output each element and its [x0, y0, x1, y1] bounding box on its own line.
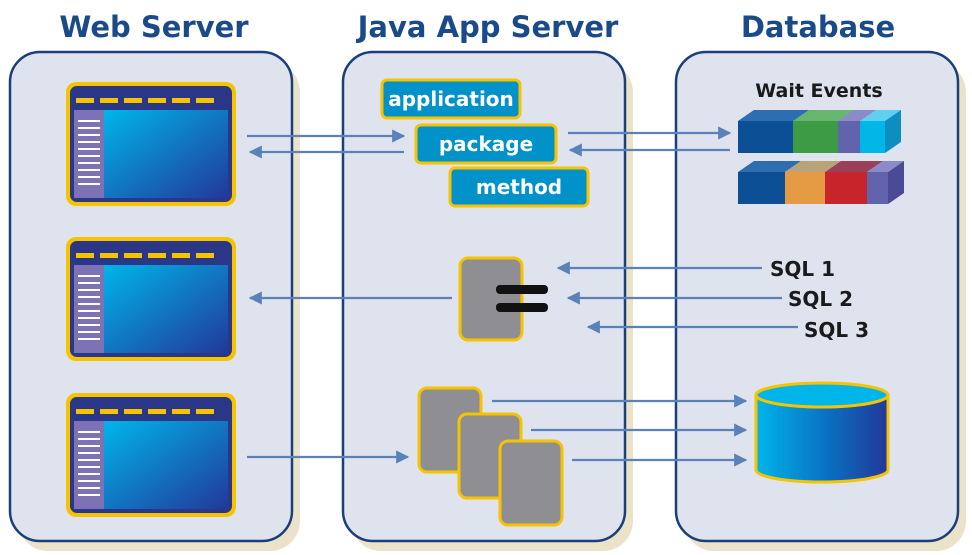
browser-window-icon [66, 237, 236, 361]
wait-events-title: Wait Events [755, 80, 882, 102]
java-app-server-title: Java App Server [356, 10, 619, 44]
web-server-title: Web Server [59, 10, 249, 44]
wait-events-bar-2 [738, 161, 904, 204]
sql-1-label: SQL 1 [770, 257, 835, 281]
method-label: method [476, 175, 562, 199]
package-label: package [439, 132, 533, 156]
arrows [247, 126, 798, 467]
method-chip: method [448, 166, 590, 208]
wait-events-bar-1 [738, 110, 901, 153]
sql-2-label: SQL 2 [788, 287, 853, 311]
application-label: application [388, 87, 514, 111]
application-chip: application [380, 78, 522, 120]
database-title: Database [741, 10, 895, 44]
package-chip: package [414, 123, 558, 165]
thread-pages-stack [417, 386, 564, 527]
browser-window-icon [66, 82, 236, 206]
sql-statement-block [458, 256, 548, 342]
browser-window-icon [66, 393, 236, 517]
sql-3-label: SQL 3 [804, 318, 869, 342]
database-cylinder-icon [754, 381, 890, 484]
